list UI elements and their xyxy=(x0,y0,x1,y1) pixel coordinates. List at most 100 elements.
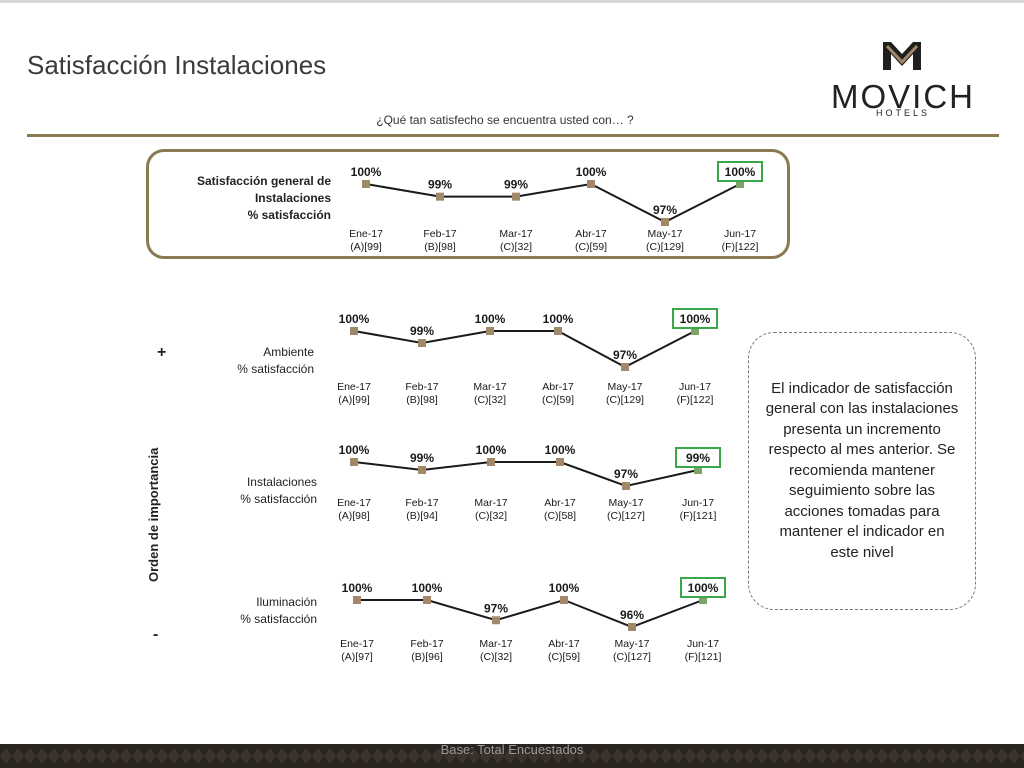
instalaciones-category-label-2-1: (C)[32] xyxy=(475,510,507,522)
brand-name: MOVICH xyxy=(831,78,975,115)
iluminacion-point-5 xyxy=(699,596,707,604)
ambiente-category-label-0-0: Ene-17 xyxy=(337,381,371,393)
survey-question: ¿Qué tan satisfecho se encuentra usted c… xyxy=(376,113,634,127)
ambiente-category-label-2-1: (C)[32] xyxy=(474,394,506,406)
main-category-label-1-0: Feb-17 xyxy=(423,228,456,240)
iluminacion-data-label-4: 96% xyxy=(620,608,644,622)
main-category-label-2-0: Mar-17 xyxy=(499,228,532,240)
instalaciones-highlight-box xyxy=(675,447,721,468)
instalaciones-point-3 xyxy=(556,458,564,466)
instalaciones-data-label-3: 100% xyxy=(545,443,576,457)
main-series-line xyxy=(365,182,741,224)
main-point-4 xyxy=(661,218,669,226)
ambiente-data-label-0: 100% xyxy=(339,312,370,326)
iluminacion-category-label-5-0: Jun-17 xyxy=(687,638,719,650)
iluminacion-category-label-1-0: Feb-17 xyxy=(410,638,443,650)
instalaciones-category-label-5-0: Jun-17 xyxy=(682,497,714,509)
iluminacion-point-4 xyxy=(628,623,636,631)
main-category-label-2-1: (C)[32] xyxy=(500,241,532,253)
brand-subtitle: HOTELS xyxy=(875,108,930,118)
instalaciones-category-label-0-1: (A)[98] xyxy=(338,510,370,522)
page-title: Satisfacción Instalaciones xyxy=(27,50,327,80)
main-point-2 xyxy=(512,192,520,201)
main-category-label-0-0: Ene-17 xyxy=(349,228,383,240)
gold-rule xyxy=(27,134,999,137)
instalaciones-category-label-3-1: (C)[58] xyxy=(544,510,576,522)
order-plus-sign: + xyxy=(157,344,167,361)
order-minus-sign: - xyxy=(153,626,159,643)
main-category-label-3-0: Abr-17 xyxy=(575,228,607,240)
main-category-label-3-1: (C)[59] xyxy=(575,241,607,253)
ambiente-series-line xyxy=(353,330,696,369)
ambiente-category-label-5-1: (F)[122] xyxy=(677,394,714,406)
footer-pattern xyxy=(0,744,1024,768)
main-label-line-3: % satisfacción xyxy=(247,208,331,222)
iluminacion-label-unit: % satisfacción xyxy=(240,612,317,626)
ambiente-category-label-5-0: Jun-17 xyxy=(679,381,711,393)
ambiente-category-label-2-0: Mar-17 xyxy=(473,381,506,393)
ambiente-point-0 xyxy=(350,327,358,335)
ambiente-label-name: Ambiente xyxy=(263,345,314,359)
instalaciones-point-2 xyxy=(487,458,495,466)
iluminacion-category-label-2-1: (C)[32] xyxy=(480,651,512,663)
instalaciones-data-label-0: 100% xyxy=(339,443,370,457)
instalaciones-category-label-4-1: (C)[127] xyxy=(607,510,645,522)
ambiente-label-unit: % satisfacción xyxy=(237,362,314,376)
top-rule xyxy=(0,0,1024,3)
main-data-label-3: 100% xyxy=(576,165,607,179)
main-data-label-5: 100% xyxy=(725,165,756,179)
ambiente-data-label-2: 100% xyxy=(475,312,506,326)
main-point-5 xyxy=(736,180,744,188)
iluminacion-category-label-4-0: May-17 xyxy=(614,638,649,650)
iluminacion-category-label-0-1: (A)[97] xyxy=(341,651,373,663)
main-label-line-2: Instalaciones xyxy=(254,191,331,205)
iluminacion-category-label-1-1: (B)[96] xyxy=(411,651,443,663)
iluminacion-data-label-5: 100% xyxy=(688,581,719,595)
main-category-label-5-1: (F)[122] xyxy=(722,241,759,253)
instalaciones-category-label-0-0: Ene-17 xyxy=(337,497,371,509)
main-category-label-0-1: (A)[99] xyxy=(350,241,382,253)
iluminacion-label-name: Iluminación xyxy=(256,595,317,609)
insight-callout: El indicador de satisfacción general con… xyxy=(748,332,976,610)
ambiente-point-2 xyxy=(486,327,494,335)
instalaciones-category-label-1-1: (B)[94] xyxy=(406,510,438,522)
ambiente-category-label-3-0: Abr-17 xyxy=(542,381,574,393)
iluminacion-data-label-1: 100% xyxy=(412,581,443,595)
iluminacion-data-label-2: 97% xyxy=(484,601,508,615)
main-data-label-4: 97% xyxy=(653,203,677,217)
iluminacion-category-label-5-1: (F)[121] xyxy=(685,651,722,663)
main-data-label-0: 100% xyxy=(351,165,382,179)
instalaciones-category-label-2-0: Mar-17 xyxy=(474,497,507,509)
iluminacion-point-0 xyxy=(353,596,361,604)
main-category-label-4-0: May-17 xyxy=(647,228,682,240)
main-data-label-2: 99% xyxy=(504,178,528,192)
main-point-3 xyxy=(587,180,595,188)
ambiente-data-label-1: 99% xyxy=(410,324,434,338)
ambiente-data-label-3: 100% xyxy=(543,312,574,326)
instalaciones-data-label-4: 97% xyxy=(614,467,638,481)
ambiente-category-label-4-0: May-17 xyxy=(607,381,642,393)
instalaciones-series-line xyxy=(353,461,699,488)
instalaciones-category-label-1-0: Feb-17 xyxy=(405,497,438,509)
ambiente-highlight-box xyxy=(672,308,718,329)
iluminacion-series-line xyxy=(357,598,704,629)
footer-base-note: Base: Total Encuestados xyxy=(440,742,584,757)
ambiente-category-label-1-0: Feb-17 xyxy=(405,381,438,393)
iluminacion-data-label-3: 100% xyxy=(549,581,580,595)
iluminacion-point-1 xyxy=(423,596,431,604)
iluminacion-highlight-box xyxy=(680,577,726,598)
iluminacion-data-label-0: 100% xyxy=(342,581,373,595)
instalaciones-point-1 xyxy=(418,466,426,474)
iluminacion-category-label-4-1: (C)[127] xyxy=(613,651,651,663)
iluminacion-point-3 xyxy=(560,596,568,604)
ambiente-category-label-4-1: (C)[129] xyxy=(606,394,644,406)
instalaciones-data-label-1: 99% xyxy=(410,451,434,465)
ambiente-point-4 xyxy=(621,363,629,371)
ambiente-category-label-1-1: (B)[98] xyxy=(406,394,438,406)
ambiente-point-1 xyxy=(418,339,426,347)
instalaciones-label-name: Instalaciones xyxy=(246,475,317,489)
iluminacion-category-label-0-0: Ene-17 xyxy=(340,638,374,650)
instalaciones-label-unit: % satisfacción xyxy=(240,492,317,506)
iluminacion-category-label-3-0: Abr-17 xyxy=(548,638,580,650)
